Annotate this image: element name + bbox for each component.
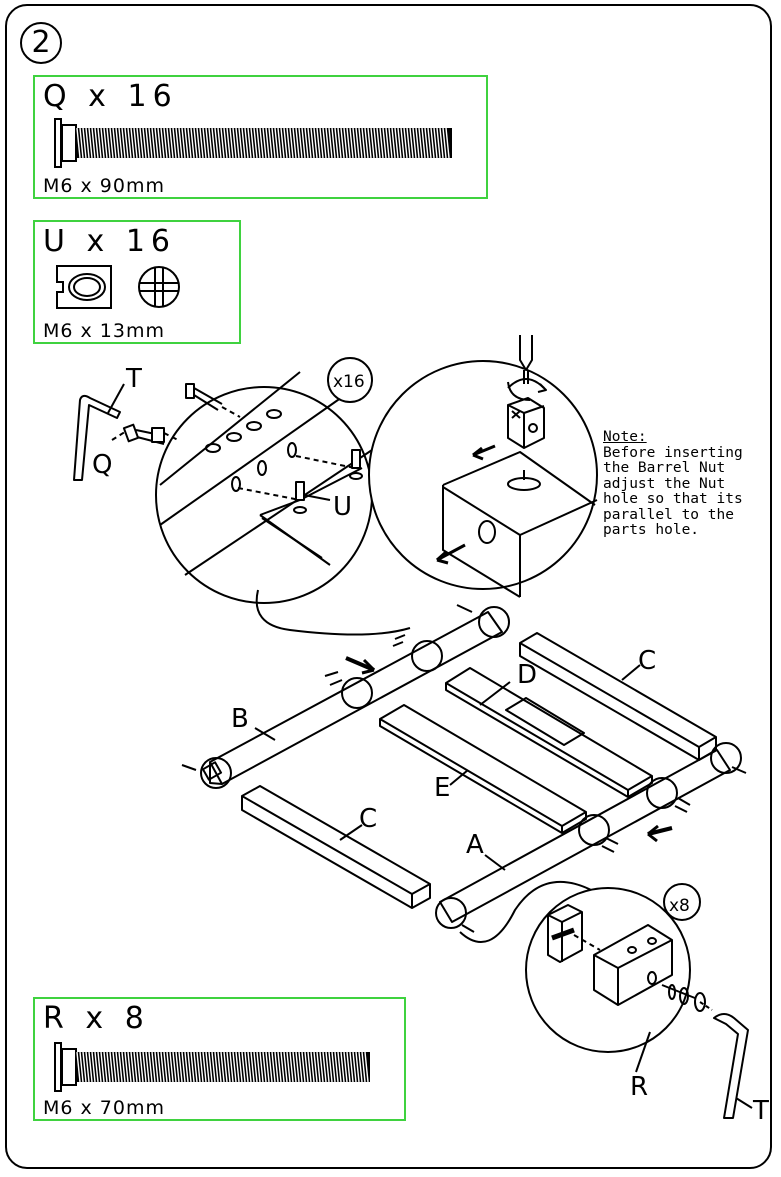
label-t-bottom: T <box>753 1096 769 1126</box>
detail-circle-right <box>368 360 598 590</box>
count-circle-top <box>327 357 373 403</box>
screwdriver-icon <box>507 335 547 401</box>
hardware-u-letter: U <box>43 224 71 259</box>
hardware-r-title: R x 8 <box>43 1001 150 1036</box>
hardware-r-qty: 8 <box>124 1001 150 1036</box>
rail-a-mid-circle-2 <box>578 814 610 846</box>
hardware-r-box: R x 8 M6 x 70mm <box>33 997 406 1121</box>
detail-top-contents <box>151 371 373 576</box>
rail-b-end-circle <box>200 757 232 789</box>
barrel-nut-note: Note: Before inserting the Barrel Nut ad… <box>603 429 773 539</box>
panel-c-right <box>519 632 717 761</box>
label-c-left: C <box>359 804 378 834</box>
bolt-q-icon <box>54 118 452 168</box>
label-c-right: C <box>638 646 657 676</box>
rail-b <box>201 611 503 785</box>
allen-key-bottom-icon <box>713 1013 749 1119</box>
label-d: D <box>517 660 538 690</box>
label-b: B <box>231 704 249 734</box>
rail-a-top-circle <box>710 742 742 774</box>
note-line: adjust the Nut <box>603 475 726 492</box>
note-line: parts hole. <box>603 522 700 538</box>
rail-a-end-circle <box>435 897 467 929</box>
allen-key-top-icon <box>73 394 121 481</box>
label-r: R <box>630 1072 649 1102</box>
hardware-u-title: U x 16 <box>43 224 176 259</box>
hardware-q-size: M6 x 90mm <box>43 175 165 197</box>
label-u: U <box>333 492 353 522</box>
note-line: the Barrel Nut <box>603 460 726 476</box>
hardware-q-letter: Q <box>43 79 73 114</box>
detail-bottom-contents <box>547 904 713 1012</box>
hardware-r-letter: R <box>43 1001 70 1036</box>
barrel-nut-u-icon <box>56 265 180 309</box>
hardware-u-mult: x <box>86 224 111 259</box>
note-line: Before inserting <box>603 444 743 461</box>
hardware-q-mult: x <box>88 79 112 114</box>
panel-e <box>379 704 587 834</box>
count-bottom: x8 <box>669 896 690 916</box>
rail-b-mid-circle-1 <box>411 640 443 672</box>
note-line: parallel to the <box>603 506 734 523</box>
rail-b-mid-circle-2 <box>341 677 373 709</box>
rail-a-mid-circle-1 <box>646 777 678 809</box>
label-e: E <box>434 773 451 803</box>
label-a: A <box>466 830 484 860</box>
detail-right-contents <box>442 335 598 598</box>
step-number: 2 <box>20 22 62 64</box>
label-t-top: T <box>126 364 142 394</box>
bolt-in-detail-icon <box>151 383 241 443</box>
barrel-nut-detail-icon <box>507 397 545 449</box>
hardware-q-qty: 16 <box>127 79 178 114</box>
note-heading: Note: <box>603 429 647 445</box>
hardware-u-qty: 16 <box>125 224 177 259</box>
rail-b-top-circle <box>478 606 510 638</box>
label-q: Q <box>92 450 113 480</box>
count-circle-bottom <box>663 883 701 921</box>
page-frame <box>5 4 772 1169</box>
hardware-u-box: U x 16 M6 x 13mm <box>33 220 241 344</box>
rail-a <box>439 749 731 923</box>
count-top: x16 <box>333 372 365 392</box>
hardware-q-title: Q x 16 <box>43 79 178 114</box>
bolt-q-small-icon <box>122 423 166 445</box>
note-line: hole so that its <box>603 491 743 507</box>
hardware-q-box: Q x 16 M6 x 90mm <box>33 75 488 199</box>
hardware-r-mult: x <box>85 1001 110 1036</box>
panel-d <box>445 667 653 798</box>
bolt-r-icon <box>54 1042 370 1092</box>
panel-c-left <box>241 785 431 909</box>
hardware-r-size: M6 x 70mm <box>43 1097 165 1119</box>
hardware-u-size: M6 x 13mm <box>43 320 165 342</box>
